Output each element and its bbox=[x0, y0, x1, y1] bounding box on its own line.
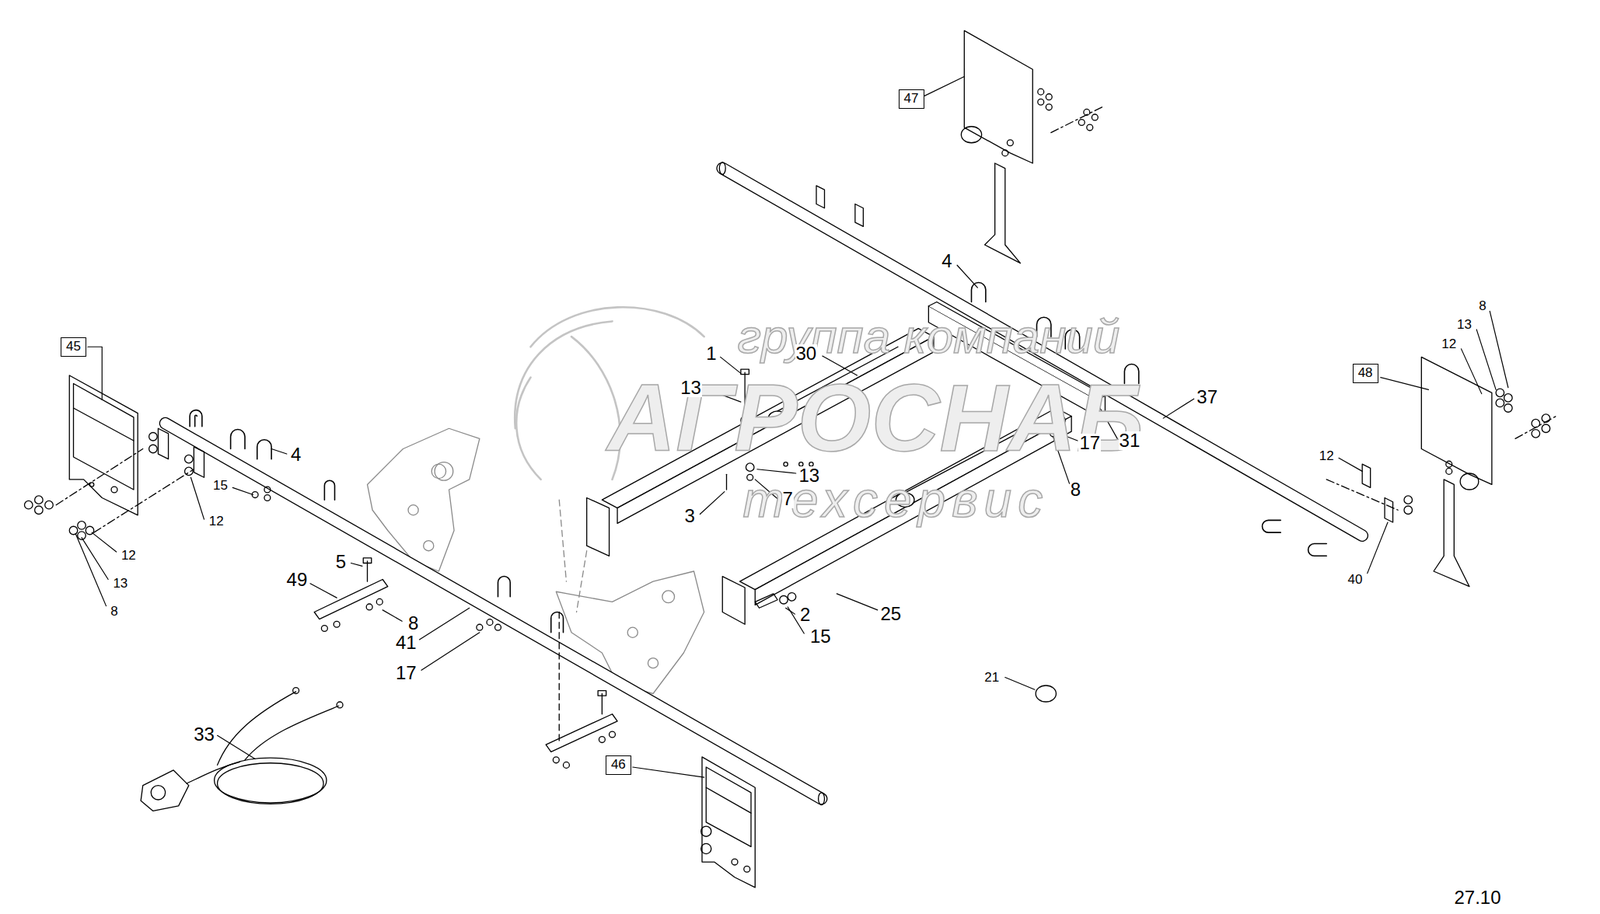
callout-number: 30 bbox=[795, 344, 818, 364]
callout-number: 25 bbox=[879, 604, 902, 624]
callout-number: 7 bbox=[782, 489, 794, 509]
callout-number: 45 bbox=[66, 339, 81, 355]
callout-number: 46 bbox=[611, 758, 626, 773]
callout-number: 13 bbox=[111, 576, 129, 591]
callout-number: 17 bbox=[1078, 433, 1101, 453]
callout-number: 12 bbox=[1440, 337, 1457, 351]
callout-number: 8 bbox=[1477, 299, 1487, 313]
callout-number: 13 bbox=[797, 466, 821, 486]
callout-number: 33 bbox=[192, 725, 216, 745]
callout-number: 8 bbox=[109, 604, 119, 619]
callout-number: 17 bbox=[394, 663, 418, 683]
callout-number: 12 bbox=[120, 548, 137, 563]
callout-number: 21 bbox=[983, 670, 1000, 685]
callout-number: 4 bbox=[289, 445, 302, 465]
callout-number: 2 bbox=[799, 605, 811, 625]
callout-box: 45 bbox=[60, 337, 87, 357]
callout-number: 13 bbox=[679, 378, 703, 398]
callout-number: 4 bbox=[940, 251, 953, 271]
callout-number: 37 bbox=[1195, 387, 1219, 407]
callout-number: 15 bbox=[809, 627, 832, 647]
callout-number: 31 bbox=[1118, 431, 1142, 451]
callout-number: 1 bbox=[705, 344, 717, 364]
callout-number: 8 bbox=[1069, 480, 1082, 500]
callout-number: 49 bbox=[286, 570, 309, 590]
callout-number: 41 bbox=[394, 633, 418, 653]
callout-box: 47 bbox=[898, 89, 925, 109]
callout-number: 48 bbox=[1358, 366, 1373, 381]
callout-box: 46 bbox=[605, 755, 632, 776]
callout-number: 47 bbox=[904, 91, 919, 107]
callout-number: 12 bbox=[208, 514, 225, 528]
callout-number: 40 bbox=[1347, 572, 1364, 587]
callout-number: 12 bbox=[1318, 449, 1335, 463]
callout-number: 8 bbox=[407, 614, 420, 633]
callout-number: 13 bbox=[1456, 317, 1473, 332]
callout-box: 48 bbox=[1352, 363, 1379, 384]
callout-number: 27.10 bbox=[1453, 888, 1502, 908]
callout-number: 5 bbox=[335, 552, 347, 572]
callout-number: 15 bbox=[212, 478, 229, 493]
callout-number: 3 bbox=[684, 506, 696, 526]
